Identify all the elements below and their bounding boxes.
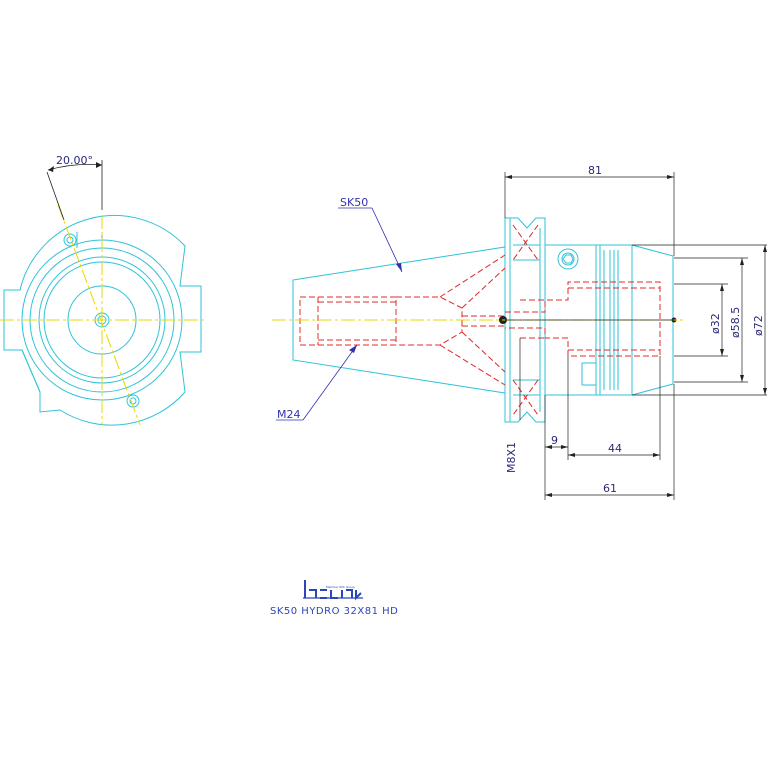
angle-arrow-left xyxy=(48,166,54,172)
arrow-61-left xyxy=(545,493,552,497)
arrow-d32-bottom xyxy=(720,349,724,356)
screw-thread-label: M8X1 xyxy=(505,442,518,473)
taper-label: SK50 xyxy=(340,196,368,209)
end-view-notch-left xyxy=(21,349,41,393)
hidden-lines xyxy=(299,224,661,416)
arrow-61-right xyxy=(667,493,674,497)
dim-overall-length: 81 xyxy=(588,164,602,177)
hidden-flange-cross-4 xyxy=(512,379,539,416)
dim-body-length: 61 xyxy=(603,482,617,495)
drawing-title: SK50 HYDRO 32X81 HD xyxy=(270,606,398,617)
end-view-centerline-angled xyxy=(57,204,141,426)
angle-arrow-right xyxy=(96,162,102,168)
clamp-screw-hex xyxy=(562,254,574,264)
clamp-screw xyxy=(557,248,579,270)
callouts xyxy=(276,207,403,421)
hidden-channel-lower-2 xyxy=(461,331,506,373)
hidden-thread-bore xyxy=(299,296,397,346)
dimension-arrows xyxy=(505,175,767,497)
arrow-9-right xyxy=(561,445,568,449)
body-pocket xyxy=(581,362,597,386)
hidden-channel-upper xyxy=(439,254,506,298)
arrow-44-right xyxy=(653,453,660,457)
hidden-channel-lower xyxy=(439,344,506,386)
clamp-screw-inner xyxy=(561,252,575,266)
logo-subtext: Member IMC Group xyxy=(326,585,355,589)
dim-clamp-diameter: ø58.5 xyxy=(729,307,742,338)
angle-ext-line-a xyxy=(46,171,65,221)
hidden-flange-cross-2 xyxy=(512,224,539,261)
m24-leader-arrow xyxy=(349,345,357,353)
arrow-d58-bottom xyxy=(740,375,744,382)
angle-dimension: 20.00° xyxy=(56,154,93,167)
sk50-leader-arrow xyxy=(396,263,402,272)
arrow-d58-top xyxy=(740,258,744,265)
side-view xyxy=(272,217,685,423)
arrow-d32-top xyxy=(720,284,724,291)
sk50-leader xyxy=(371,207,403,273)
end-view-screw-hole-bottom-inner xyxy=(129,397,137,405)
end-view-outer-contour xyxy=(3,214,202,426)
hidden-clamp-bore xyxy=(505,281,661,357)
arrow-9-left xyxy=(545,445,552,449)
dimensions xyxy=(504,172,767,500)
end-view: 20.00° xyxy=(0,154,205,426)
arrow-81-left xyxy=(505,175,512,179)
dim-bore-diameter: ø32 xyxy=(709,313,722,334)
dim-offset: 9 xyxy=(551,434,558,447)
arrow-d72-bottom xyxy=(763,388,767,395)
iscar-logo: Member IMC Group xyxy=(303,580,363,601)
thread-label: M24 xyxy=(277,408,301,421)
dim-bore-depth: 44 xyxy=(608,442,622,455)
end-view-screw-hole-top xyxy=(63,233,77,247)
m24-leader xyxy=(302,344,358,421)
arrow-81-right xyxy=(667,175,674,179)
arrow-d72-top xyxy=(763,245,767,252)
hidden-channel-upper-2 xyxy=(461,267,506,309)
arrow-44-left xyxy=(568,453,575,457)
logo-mark xyxy=(304,580,362,601)
dim-outer-diameter: ø72 xyxy=(752,315,765,336)
hidden-coolant-channel xyxy=(396,296,463,346)
